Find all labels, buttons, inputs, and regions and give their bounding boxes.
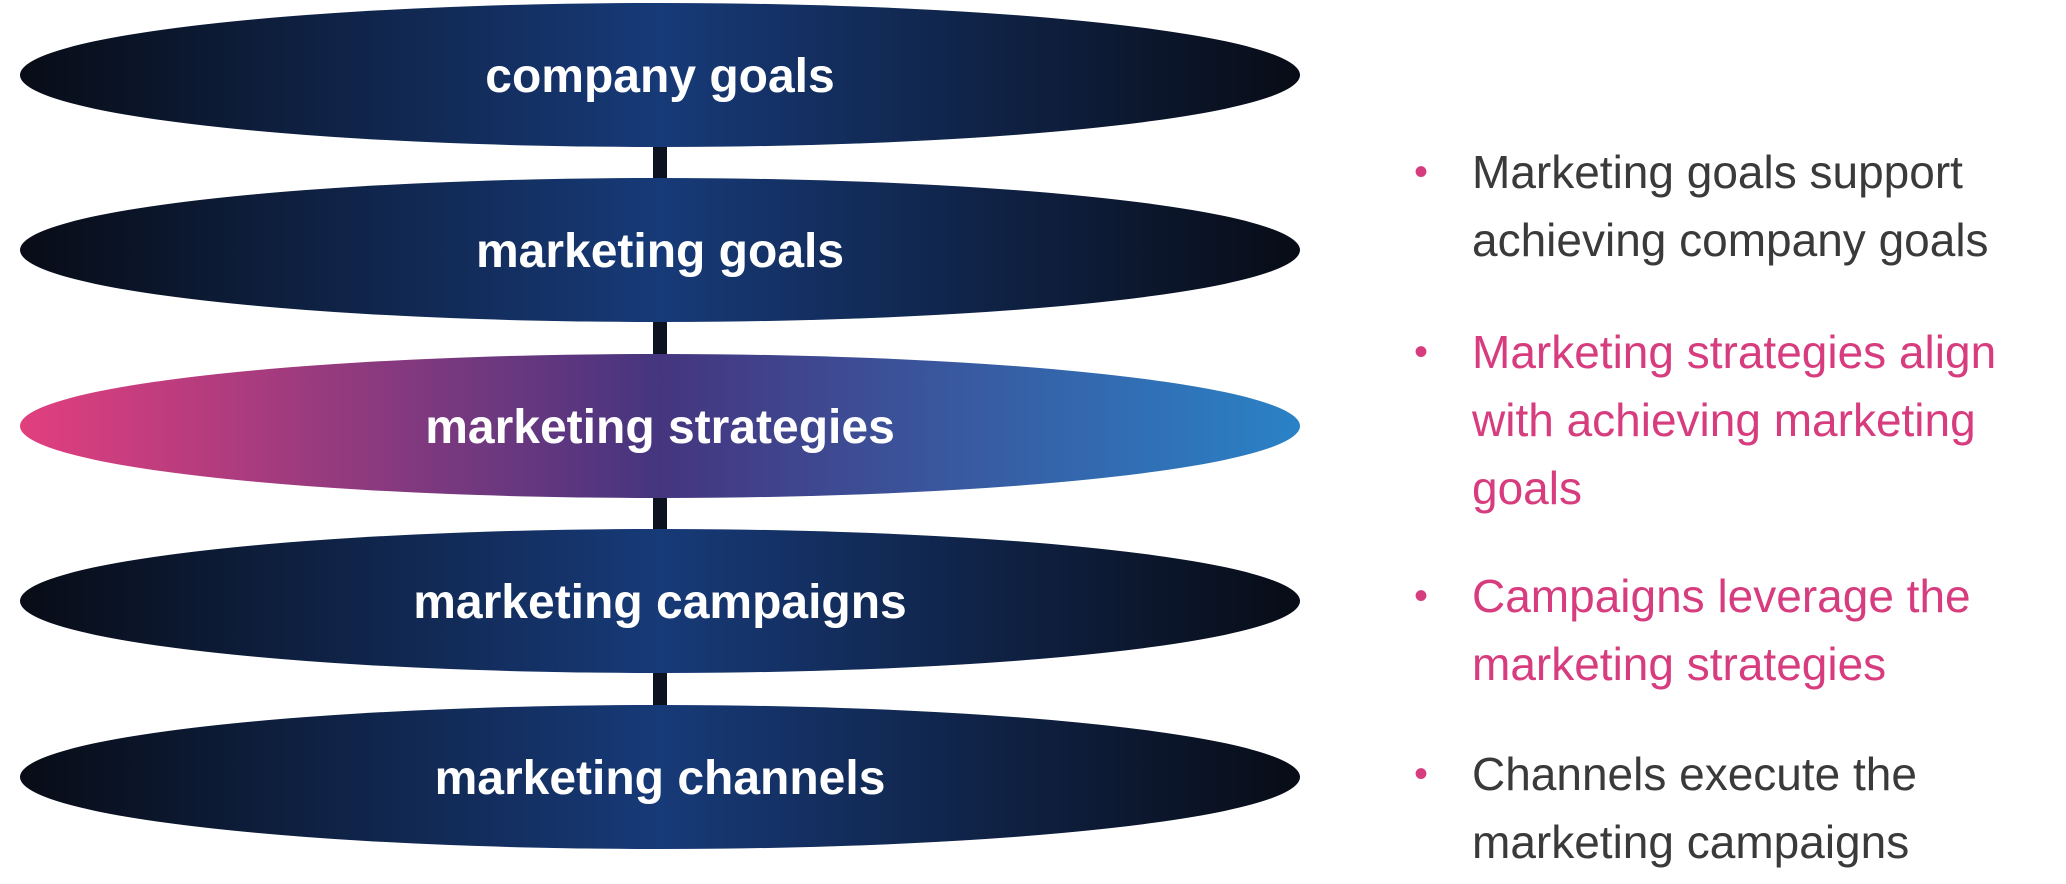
connector-segment xyxy=(653,669,667,709)
layer-marketing-channels: marketing channels xyxy=(20,705,1300,849)
connector-segment xyxy=(653,494,667,533)
connector-segment xyxy=(653,143,667,182)
layer-ellipse xyxy=(20,178,1300,322)
bullet-dot-icon: • xyxy=(1414,330,1429,374)
layer-label: company goals xyxy=(485,50,834,103)
bullet-dot-icon: • xyxy=(1414,574,1429,618)
layer-ellipse xyxy=(20,529,1300,673)
connector-segment xyxy=(653,318,667,358)
connector-lines xyxy=(653,143,667,709)
bullet-text: Marketing strategies align with achievin… xyxy=(1472,326,1997,514)
bullet-dot-icon: • xyxy=(1414,150,1429,194)
bullet-dot-icon: • xyxy=(1414,752,1429,796)
layer-company-goals: company goals xyxy=(20,3,1300,147)
layer-ellipse xyxy=(20,705,1300,849)
layer-marketing-strategies: marketing strategies xyxy=(20,354,1300,498)
layer-ellipse xyxy=(20,3,1300,147)
bullet-list: • Marketing goals support achieving compa… xyxy=(1400,0,2066,884)
bullet-text: Campaigns leverage the marketing strateg… xyxy=(1472,570,1971,690)
layer-ellipse xyxy=(20,354,1300,498)
layer-marketing-goals: marketing goals xyxy=(20,178,1300,322)
layer-label: marketing strategies xyxy=(425,401,895,454)
layer-label: marketing channels xyxy=(435,752,886,805)
bullet-text: Channels execute the marketing campaigns xyxy=(1472,748,1917,868)
layer-marketing-campaigns: marketing campaigns xyxy=(20,529,1300,673)
bullet-text: Marketing goals support achieving compan… xyxy=(1472,146,1989,266)
layers: company goals marketing goals marketing st… xyxy=(20,3,1300,849)
layer-stack-diagram: company goals marketing goals marketing st… xyxy=(20,3,1300,849)
layer-label: marketing campaigns xyxy=(413,576,907,629)
layer-label: marketing goals xyxy=(476,225,844,278)
